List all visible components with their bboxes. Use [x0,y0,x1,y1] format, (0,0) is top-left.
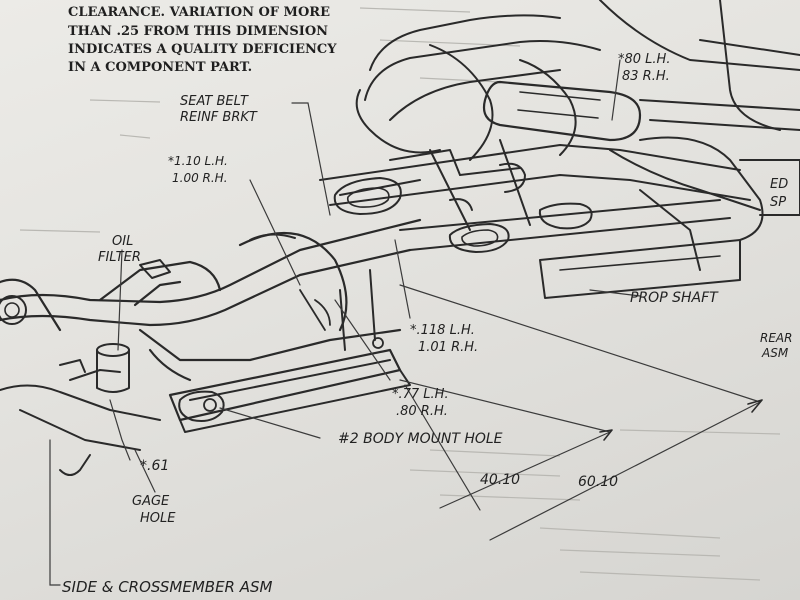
prop-shaft-assembly [319,139,751,299]
dim-61: *.61 [140,458,169,474]
dim-83-rh: 83 R.H. [622,69,670,84]
dimension-labels: *80 L.H. 83 R.H. *1.10 L.H. 1.00 R.H. *.… [140,52,670,490]
edge-label-sp: SP [770,195,786,210]
edge-label-ed: ED [770,177,788,192]
prop-shaft-label: PROP SHAFT [630,290,719,306]
component-labels: SEAT BELT REINF BRKT OIL FILTER PROP SHA… [62,94,792,596]
dim-110-lh: *1.10 L.H. [168,154,228,168]
oil-filter-label-2: FILTER [98,250,141,265]
dim-77-lh: *.77 L.H. [392,387,449,402]
dim-101-rh: 1.01 R.H. [418,340,478,355]
edge-label-asm: ASM [761,346,789,360]
gage-hole-label-1: GAGE [132,494,170,509]
note-line-4: IN A COMPONENT PART. [68,60,252,75]
dim-6010: 60.10 [578,474,618,490]
note-line-3: INDICATES A QUALITY DEFICIENCY [68,42,337,57]
seat-belt-bracket [238,231,348,332]
left-frame-rail [0,218,422,476]
oil-filter-label-1: OIL [112,234,133,249]
upper-body-structure [355,0,800,271]
dim-100-rh: 1.00 R.H. [172,171,228,185]
frame-drawing [0,0,800,476]
dim-4010: 40.10 [480,472,520,488]
edge-label-rear: REAR [760,331,792,345]
leader-lines [49,59,763,586]
seat-belt-label-1: SEAT BELT [180,94,249,109]
note-line-2: THAN .25 FROM THIS DIMENSION [68,24,328,39]
quality-note: CLEARANCE. VARIATION OF MORE THAN .25 FR… [68,5,337,75]
dim-80-rh: .80 R.H. [396,404,448,419]
dim-80-lh: *80 L.H. [618,52,670,67]
gage-hole-label-2: HOLE [140,511,176,526]
body-mount-label: #2 BODY MOUNT HOLE [338,431,503,447]
dim-118-lh: *.118 L.H. [410,323,475,338]
side-crossmember-label: SIDE & CROSSMEMBER ASM [62,578,273,596]
seat-belt-label-2: REINF BRKT [180,110,258,125]
note-line-1: CLEARANCE. VARIATION OF MORE [68,5,330,20]
oil-filter [96,343,130,393]
